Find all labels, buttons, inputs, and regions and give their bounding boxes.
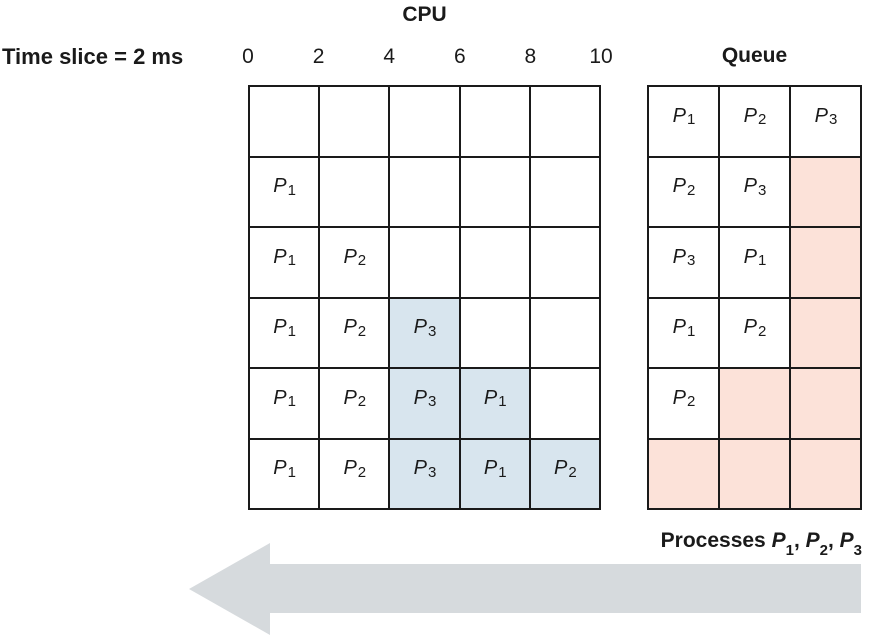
time-tick: 8 — [524, 45, 537, 68]
queue-cell — [791, 157, 860, 226]
time-tick: 10 — [589, 45, 613, 68]
time-tick: 6 — [453, 45, 466, 68]
queue-cell — [791, 439, 860, 508]
queue-cell — [791, 369, 860, 438]
cpu-title: CPU — [402, 3, 447, 26]
cpu-cell — [530, 228, 599, 297]
queue-cell — [649, 439, 718, 508]
queue-cell — [720, 369, 789, 438]
cpu-cell — [320, 87, 389, 156]
time-tick: 0 — [242, 45, 254, 68]
queue-cell — [791, 298, 860, 367]
time-slice-label: Time slice = 2 ms — [2, 44, 184, 69]
cpu-cell — [460, 298, 529, 367]
queue-cell — [720, 439, 789, 508]
queue-title: Queue — [721, 44, 788, 67]
cpu-cell — [390, 87, 459, 156]
cpu-cell — [530, 298, 599, 367]
time-tick: 4 — [383, 45, 396, 68]
queue-to-cpu-arrow-body — [268, 564, 861, 613]
cpu-cell — [390, 157, 459, 226]
cpu-cell — [390, 228, 459, 297]
cpu-cell — [530, 369, 599, 438]
cpu-cell — [460, 228, 529, 297]
cpu-cell — [320, 157, 389, 226]
arrow-left-icon — [189, 543, 270, 635]
processes-caption: Processes P1, P2, P3 — [660, 529, 862, 560]
cpu-cell — [250, 87, 319, 156]
cpu-cell — [530, 87, 599, 156]
cpu-cell — [460, 157, 529, 226]
time-tick: 2 — [312, 45, 325, 68]
time-axis: 0 2 4 6 8 10 — [242, 45, 613, 71]
cpu-cell — [460, 87, 529, 156]
queue-cell — [791, 228, 860, 297]
cpu-cell — [530, 157, 599, 226]
